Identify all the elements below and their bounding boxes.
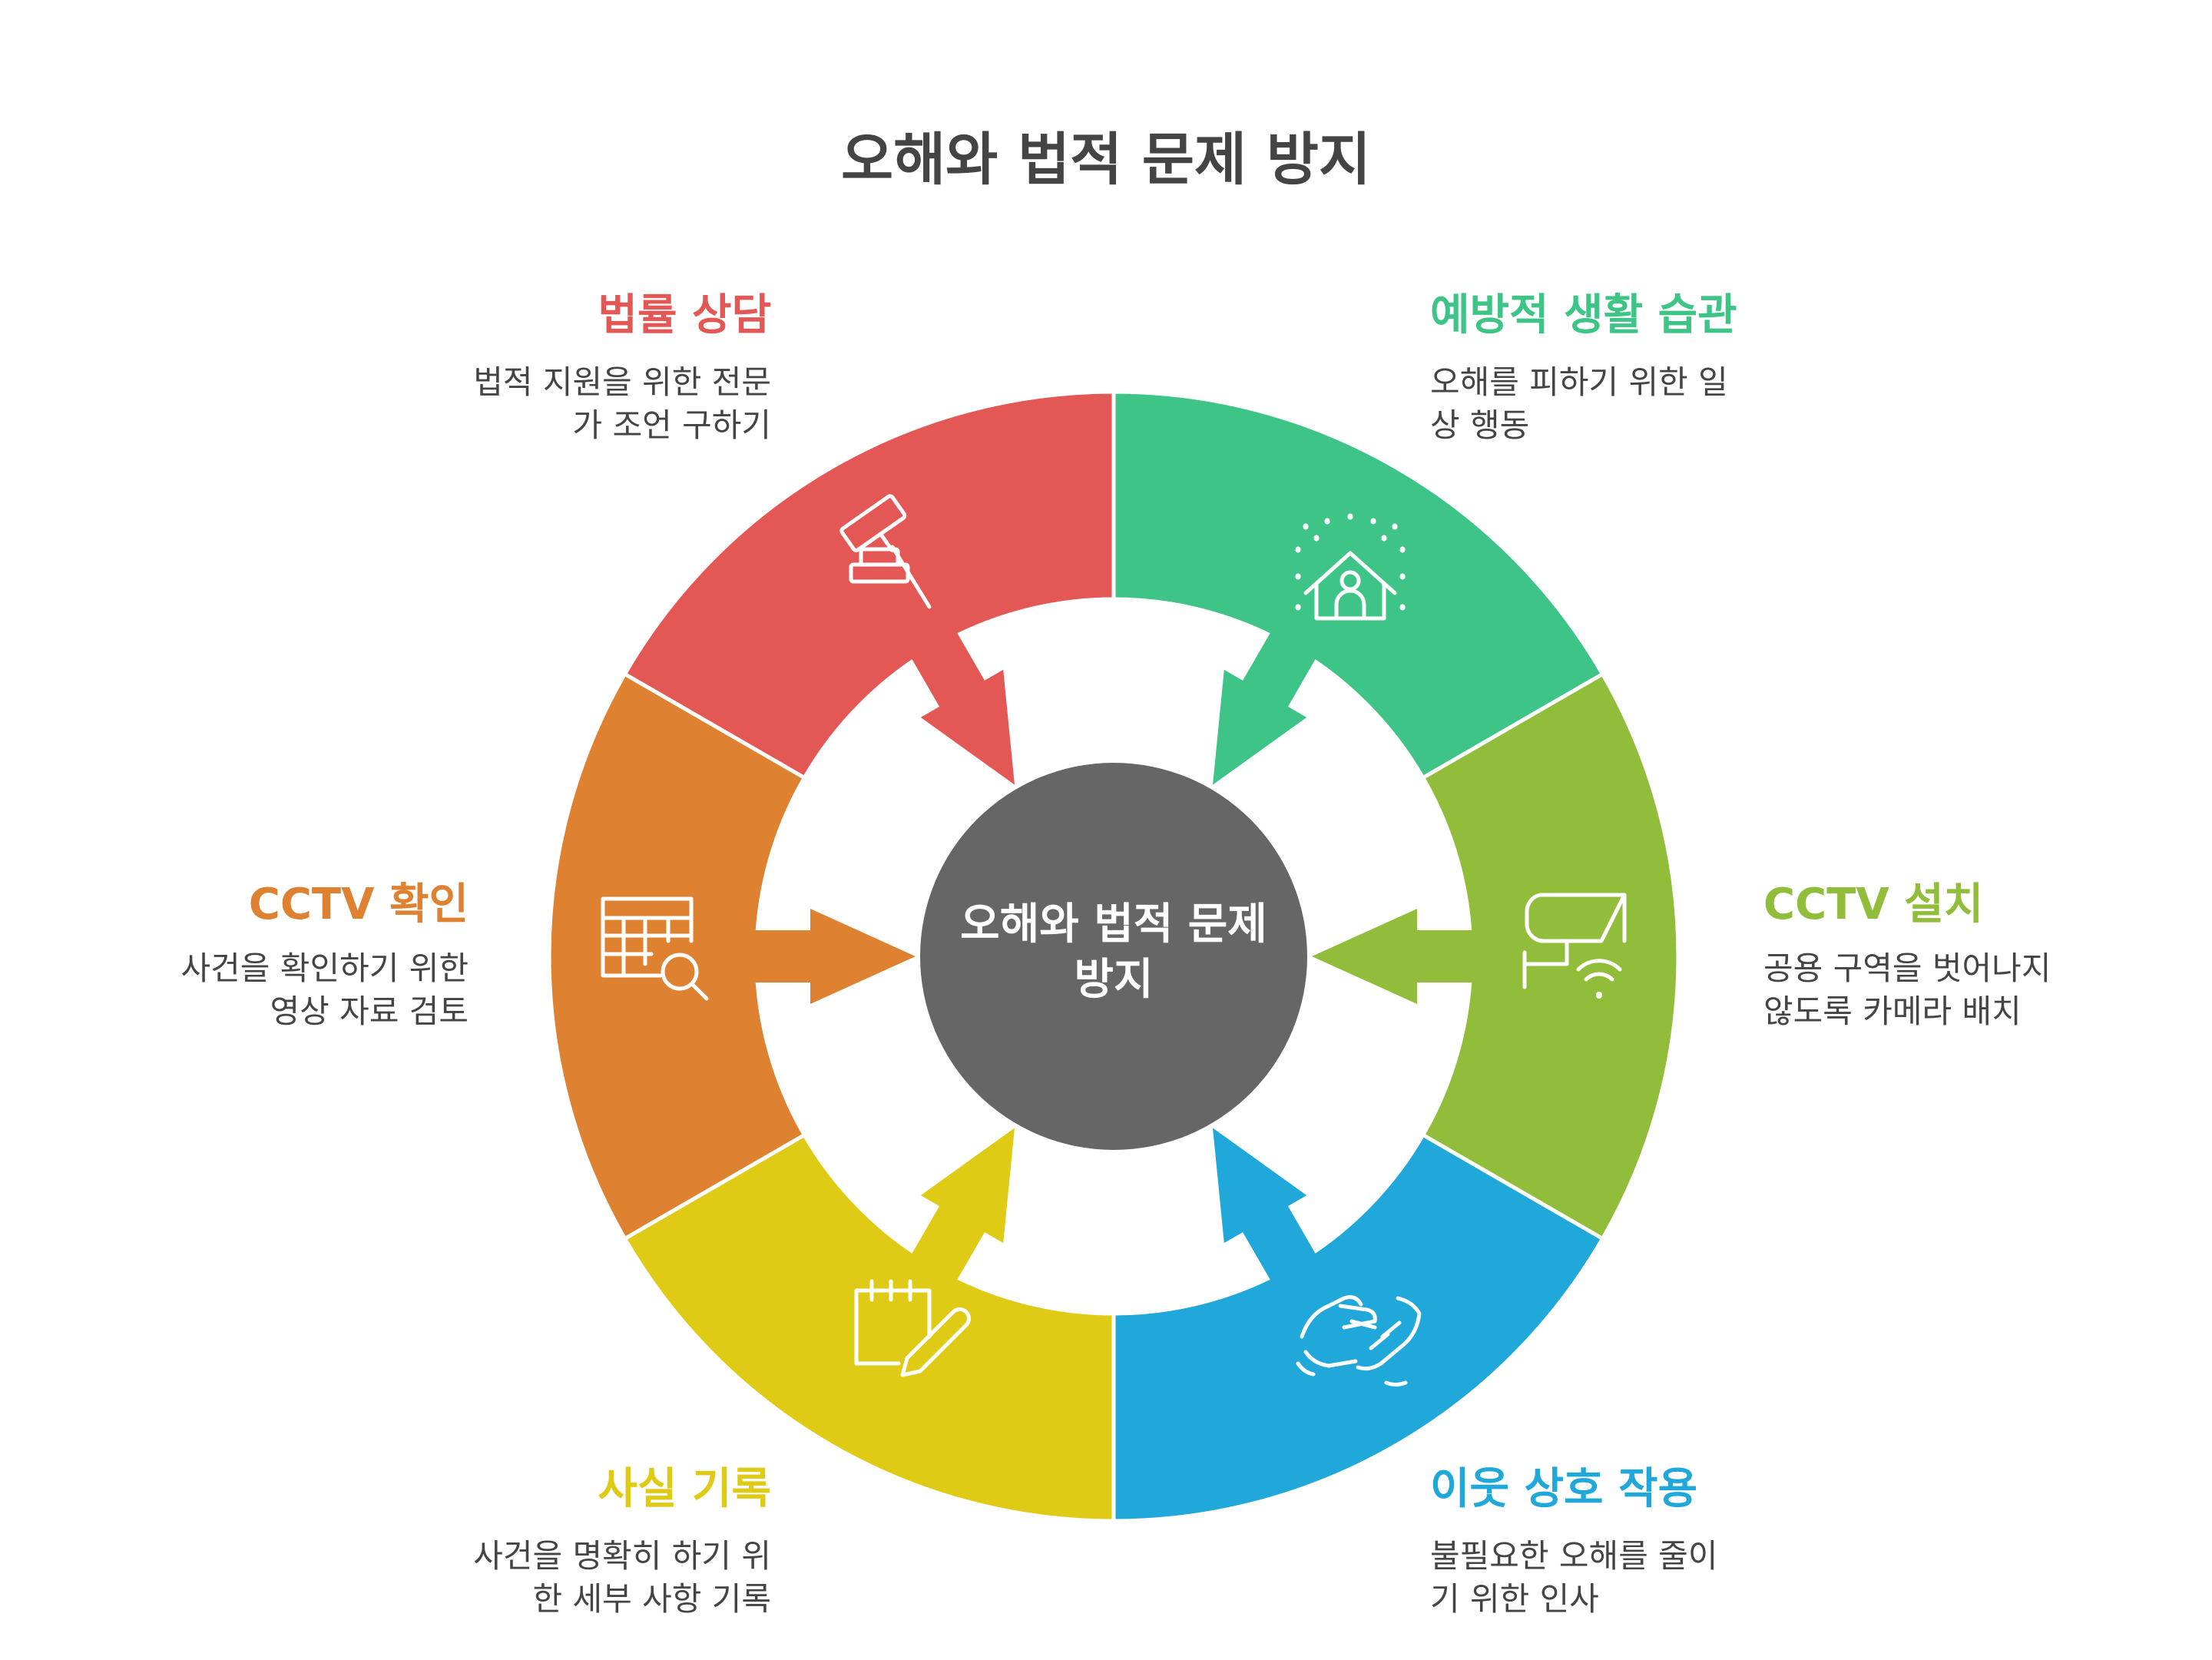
house-person-icon (1295, 513, 1406, 621)
segment-label-legal: 법률 상담 (598, 290, 771, 340)
segment-desc-legal-line1: 법적 지원을 위한 전문 (473, 363, 771, 401)
segment-label-record: 사실 기록 (598, 1464, 771, 1514)
page-title: 오해와 법적 문제 방지 (840, 127, 1371, 193)
segment-label-habit: 예방적 생활 습관 (1430, 290, 1737, 340)
segment-desc-cctv-check: 사건을 확인하기 위한 영상 자료 검토 (181, 947, 469, 1033)
arrow-habit (1213, 628, 1318, 785)
segment-desc-record-line2: 한 세부 사항 기록 (532, 1580, 771, 1618)
segment-desc-neighbor-line1: 불필요한 오해를 줄이 (1430, 1537, 1718, 1575)
segment-record (622, 1132, 1116, 1523)
segment-desc-habit-line2: 상 행동 (1430, 406, 1530, 444)
segment-legal (622, 389, 1116, 780)
segment-desc-habit-line1: 오해를 피하기 위한 일 (1430, 363, 1728, 401)
table-search-icon (601, 896, 709, 1001)
segment-label-cctv-check: CCTV 확인 (248, 880, 469, 929)
center-circle (920, 763, 1307, 1150)
segment-desc-cctv-check-line2: 영상 자료 검토 (270, 992, 469, 1030)
segment-desc-neighbor: 불필요한 오해를 줄이 기 위한 인사 (1430, 1535, 1717, 1621)
security-camera-icon (1522, 893, 1627, 999)
segment-label-neighbor: 이웃 상호 작용 (1430, 1464, 1698, 1514)
notepad-pencil-icon (854, 1279, 971, 1377)
center-label-line1: 오해와 법적 문제 (960, 900, 1267, 949)
gavel-icon (839, 494, 932, 609)
segment-desc-record: 사건을 명확히 하기 위 한 세부 사항 기록 (473, 1535, 771, 1621)
handshake-icon (1296, 1295, 1422, 1387)
segment-desc-legal-line2: 가 조언 구하기 (572, 406, 771, 444)
segment-desc-neighbor-line2: 기 위한 인사 (1430, 1580, 1599, 1618)
arrow-record (909, 1128, 1015, 1284)
arrow-legal (909, 628, 1015, 785)
segment-desc-habit: 오해를 피하기 위한 일 상 행동 (1430, 361, 1728, 447)
segment-desc-cctv-check-line1: 사건을 확인하기 위한 (180, 949, 469, 987)
arrow-neighbor (1213, 1128, 1318, 1284)
segment-desc-cctv-install-line1: 공용 구역을 벗어나지 (1763, 949, 2051, 987)
center-label-line2: 방지 (1074, 955, 1153, 1005)
segment-neighbor (1111, 1132, 1605, 1523)
segment-cctv-install (1420, 671, 1681, 1241)
arrow-cctv-install (1312, 909, 1477, 1004)
segment-desc-record-line1: 사건을 명확히 하기 위 (473, 1537, 771, 1575)
segment-desc-legal: 법적 지원을 위한 전문 가 조언 구하기 (473, 361, 771, 447)
segment-desc-cctv-install-line2: 않도록 카메라 배치 (1763, 992, 2022, 1030)
segment-desc-cctv-install: 공용 구역을 벗어나지 않도록 카메라 배치 (1763, 947, 2051, 1033)
arrow-cctv-check (750, 909, 916, 1004)
segment-label-cctv-install: CCTV 설치 (1763, 880, 1984, 929)
